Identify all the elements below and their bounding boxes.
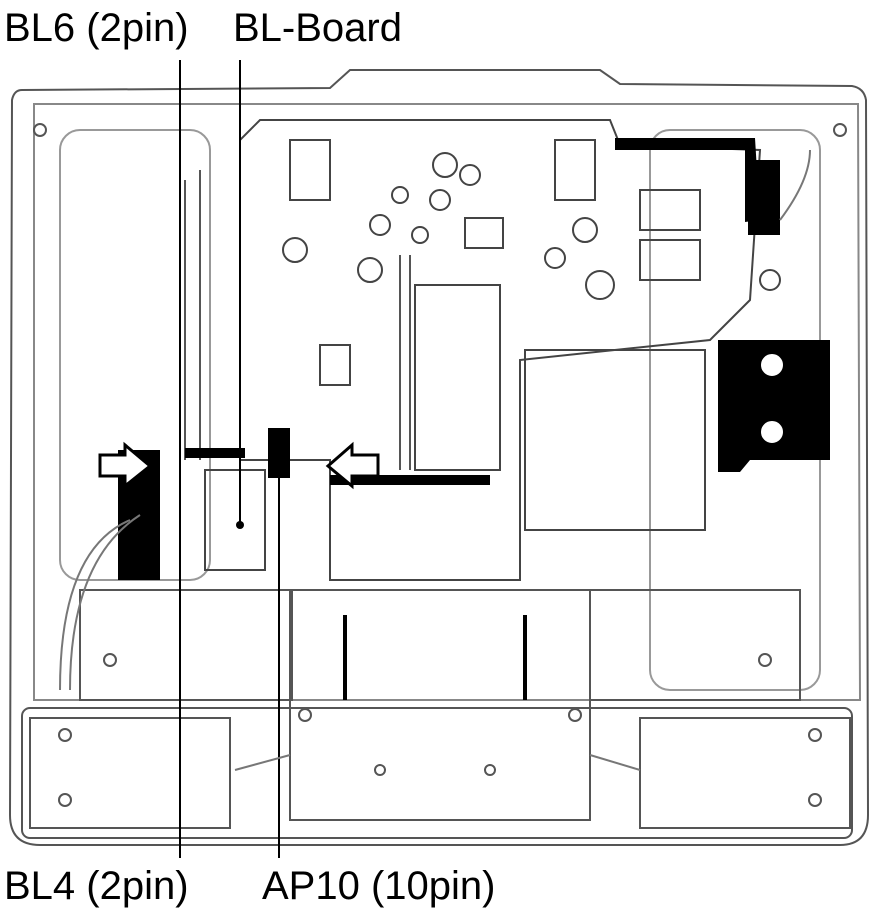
board-components: [282, 152, 781, 300]
right-arrow-icon: [98, 441, 153, 490]
screw-holes: [33, 123, 847, 807]
vertical-slots: [343, 615, 527, 700]
callout-bl6-label: BL6 (2pin): [4, 6, 189, 50]
main-board: [204, 119, 762, 581]
callout-bl-board-label: BL-Board: [233, 6, 402, 50]
left-rail: [184, 170, 411, 470]
cables: [59, 149, 811, 771]
left-arrow-icon: [325, 441, 380, 490]
arrow-icons: [98, 441, 380, 490]
callout-ap10-label: AP10 (10pin): [262, 864, 496, 908]
leader-lines: [179, 60, 280, 858]
black-parts: [118, 138, 830, 580]
bl-board-dot: [236, 521, 244, 529]
callout-bl4-label: BL4 (2pin): [4, 864, 189, 908]
chassis-outline: [8, 69, 870, 846]
black-part-holes: [759, 352, 785, 445]
